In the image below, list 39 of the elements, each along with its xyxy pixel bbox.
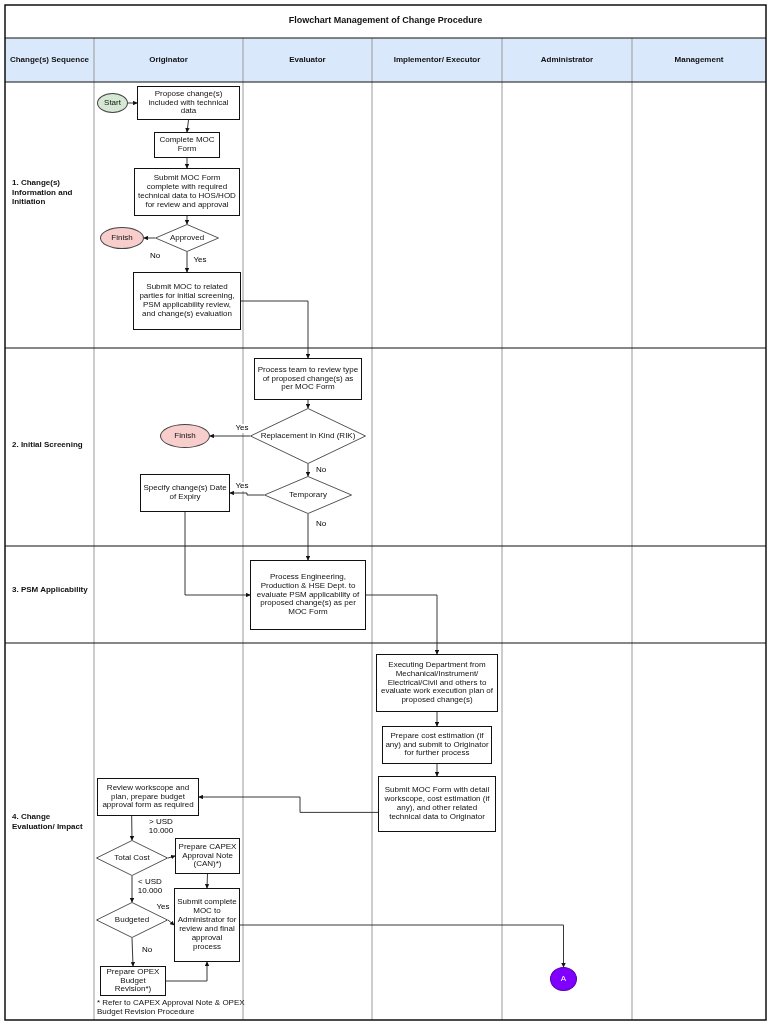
process-box: Executing Department from Mechanical/Instrument/ Electrical/Civil and others to evaluate work execution plan of proposed change(s): [376, 654, 498, 712]
process-box: Submit MOC to related parties for initial screening, PSM applicability review, and change(s) evaluation: [133, 272, 241, 330]
process-box: Submit MOC Form with detail workscope, cost estimation (if any), and other related technical data to Originator: [378, 776, 496, 832]
column-header: Originator: [148, 54, 189, 67]
process-box: Specify change(s) Date of Expiry: [140, 474, 230, 512]
column-header: Administrator: [539, 54, 595, 67]
footnote: * Refer to CAPEX Approval Note & OPEX Budget Revision Procedure: [97, 999, 246, 1017]
decision-diamond: Replacement in Kind (RIK): [250, 408, 366, 464]
end-terminal: Finish: [160, 424, 210, 448]
process-box: Propose change(s) included with technical data: [137, 86, 240, 120]
column-header: Management: [673, 54, 725, 67]
edge-label: Yes: [190, 256, 210, 265]
arrow: [167, 919, 175, 926]
row-header: 3. PSM Applicability: [12, 585, 89, 595]
decision-diamond: Temporary: [264, 476, 352, 514]
process-box: Prepare OPEX Budget Revision*): [100, 966, 166, 996]
column-header: Change(s) Sequence: [8, 54, 91, 67]
edge-label: Yes: [232, 482, 252, 491]
process-box: Complete MOC Form: [154, 132, 220, 158]
column-header: Evaluator: [288, 54, 327, 67]
row-header: 1. Change(s) Information and Initiation: [12, 178, 74, 207]
row-header: 4. Change Evaluation/ Impact: [12, 812, 84, 832]
process-box: Submit complete MOC to Administrator for review and final approval process: [174, 888, 240, 962]
decision-diamond: Total Cost: [96, 840, 168, 876]
process-box: Review workscope and plan, prepare budget approval form as required: [97, 778, 199, 816]
process-box: Process team to review type of proposed change(s) as per MOC Form: [254, 358, 362, 400]
end-terminal: Finish: [100, 227, 144, 249]
edge-label: Yes: [232, 424, 252, 433]
diagram-title: Flowchart Management of Change Procedure: [287, 15, 484, 26]
column-header: Implementor/ Executor: [392, 54, 482, 67]
row-header: 2. Initial Screening: [12, 440, 84, 450]
process-box: Prepare cost estimation (if any) and submit to Originator for further process: [382, 726, 492, 764]
decision-diamond: Approved: [155, 224, 219, 252]
process-box: Submit MOC Form complete with required technical data to HOS/HOD for review and approval: [134, 168, 240, 216]
start-terminal: Start: [97, 93, 128, 113]
process-box: Process Engineering, Production & HSE Dept. to evaluate PSM applicability of proposed change(s) as per MOC Form: [250, 560, 366, 630]
edge-label: Yes: [153, 903, 173, 912]
process-box: Prepare CAPEX Approval Note (CAN)*): [175, 838, 240, 874]
connector-circle: A: [550, 967, 577, 991]
